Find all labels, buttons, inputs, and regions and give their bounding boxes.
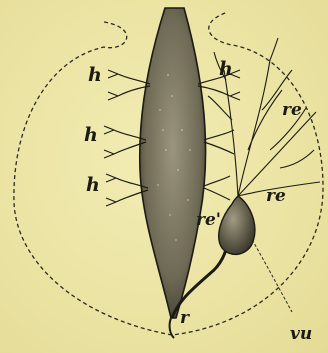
label-vu: vu [290, 326, 312, 343]
vesicle [219, 196, 255, 254]
label-re-lower: re [266, 188, 286, 205]
label-h-upper-right: h [219, 60, 233, 79]
label-h-middle-left: h [84, 126, 98, 145]
label-r: r [180, 310, 189, 327]
label-re-upper: re [282, 102, 302, 119]
label-h-lower-left: h [86, 176, 100, 195]
label-re-prime: re' [196, 212, 221, 229]
label-h-upper-left: h [88, 66, 102, 85]
stomach-body [140, 8, 206, 318]
